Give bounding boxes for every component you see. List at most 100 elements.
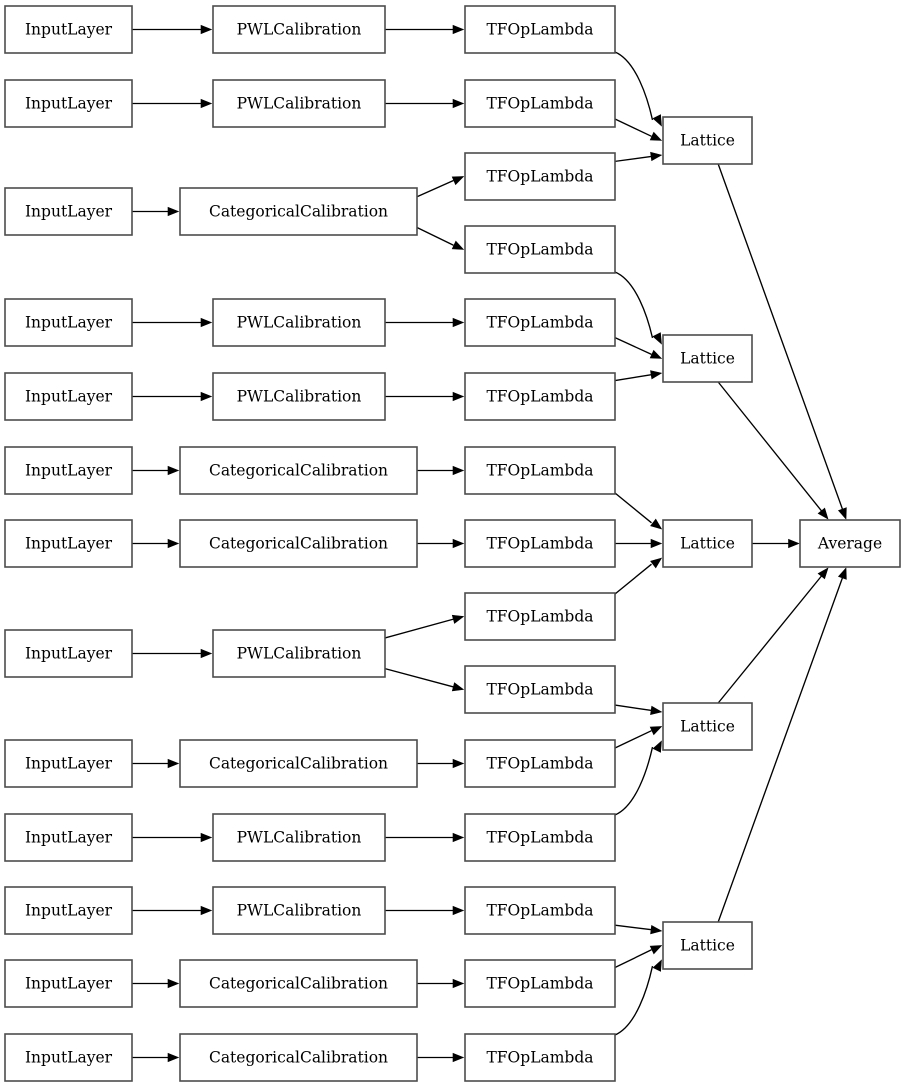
node-label: PWLCalibration — [237, 95, 362, 113]
node-label: InputLayer — [25, 645, 113, 663]
node-op2: TFOpLambda — [464, 79, 616, 128]
node-in6: InputLayer — [4, 446, 133, 495]
node-label: InputLayer — [25, 203, 113, 221]
node-lat1: Lattice — [662, 116, 753, 165]
node-in8: InputLayer — [4, 629, 133, 678]
node-lat5: Lattice — [662, 921, 753, 970]
edge-arrowhead — [837, 507, 847, 520]
node-label: InputLayer — [25, 388, 113, 406]
edge-arrowhead — [451, 682, 465, 692]
node-label: Lattice — [680, 718, 735, 736]
node-label: PWLCalibration — [237, 829, 362, 847]
edge-cal3-to-op3 — [416, 179, 454, 198]
node-box — [464, 592, 616, 641]
node-label: TFOpLambda — [486, 1049, 593, 1067]
node-box — [464, 519, 616, 568]
edge-lat2-to-avg — [717, 381, 823, 512]
edge-arrowhead — [650, 538, 663, 549]
node-layer: InputLayerInputLayerInputLayerInputLayer… — [4, 5, 901, 1082]
node-box — [464, 665, 616, 714]
node-label: InputLayer — [25, 314, 113, 332]
edge-arrowhead — [652, 114, 662, 127]
edge-lat5-to-avg — [717, 577, 844, 923]
node-box — [464, 446, 616, 495]
node-in3: InputLayer — [4, 187, 133, 236]
edge-op6-to-lat2 — [614, 373, 652, 382]
edge-arrowhead — [200, 317, 213, 328]
node-box — [212, 813, 386, 862]
edge-arrowhead — [817, 567, 829, 580]
edge-op5-to-lat2 — [614, 337, 652, 356]
node-cal4: PWLCalibration — [212, 298, 386, 347]
edge-op14-to-lat5 — [614, 949, 652, 969]
edge-arrowhead — [451, 240, 465, 250]
edge-op12-to-lat4 — [614, 746, 654, 816]
edge-arrowhead — [200, 832, 213, 843]
edge-arrowhead — [167, 978, 180, 989]
node-lat3: Lattice — [662, 519, 753, 568]
edge-arrowhead — [652, 332, 662, 345]
node-box — [464, 739, 616, 788]
edge-arrowhead — [452, 317, 465, 328]
node-box — [4, 5, 133, 54]
node-box — [4, 886, 133, 935]
node-box — [464, 1033, 616, 1082]
node-box — [212, 5, 386, 54]
node-cal10: PWLCalibration — [212, 813, 386, 862]
node-label: Lattice — [680, 132, 735, 150]
edge-arrowhead — [452, 978, 465, 989]
node-box — [212, 298, 386, 347]
edge-op13-to-lat5 — [614, 924, 652, 931]
node-box — [464, 886, 616, 935]
node-cal12: CategoricalCalibration — [179, 959, 418, 1008]
node-label: Average — [817, 535, 882, 553]
node-box — [799, 519, 901, 568]
node-label: TFOpLambda — [486, 608, 593, 626]
node-lat2: Lattice — [662, 334, 753, 383]
node-in7: InputLayer — [4, 519, 133, 568]
node-cal8: PWLCalibration — [212, 629, 386, 678]
node-box — [4, 446, 133, 495]
node-box — [4, 79, 133, 128]
node-label: InputLayer — [25, 21, 113, 39]
edge-arrowhead — [837, 567, 847, 580]
node-in9: InputLayer — [4, 739, 133, 788]
node-cal13: CategoricalCalibration — [179, 1033, 418, 1082]
edge-op7-to-lat3 — [614, 492, 652, 524]
node-label: TFOpLambda — [486, 21, 593, 39]
node-box — [464, 79, 616, 128]
edge-arrowhead — [452, 758, 465, 769]
node-op6: TFOpLambda — [464, 372, 616, 421]
node-label: Lattice — [680, 350, 735, 368]
edge-cal3-to-op4 — [416, 226, 454, 246]
node-box — [4, 372, 133, 421]
edge-arrowhead — [650, 557, 663, 569]
edge-arrowhead — [451, 176, 465, 186]
edge-arrowhead — [452, 465, 465, 476]
node-label: Lattice — [680, 937, 735, 955]
node-box — [662, 334, 753, 383]
node-cal3: CategoricalCalibration — [179, 187, 418, 236]
node-op14: TFOpLambda — [464, 959, 616, 1008]
node-box — [179, 1033, 418, 1082]
node-label: TFOpLambda — [486, 902, 593, 920]
node-box — [4, 519, 133, 568]
node-box — [4, 298, 133, 347]
node-box — [179, 187, 418, 236]
node-box — [212, 372, 386, 421]
node-op3: TFOpLambda — [464, 152, 616, 201]
node-op5: TFOpLambda — [464, 298, 616, 347]
node-cal11: PWLCalibration — [212, 886, 386, 935]
node-op9: TFOpLambda — [464, 592, 616, 641]
node-label: TFOpLambda — [486, 168, 593, 186]
node-label: CategoricalCalibration — [209, 462, 388, 480]
node-box — [4, 813, 133, 862]
node-label: TFOpLambda — [486, 95, 593, 113]
node-box — [662, 116, 753, 165]
edge-arrowhead — [652, 740, 662, 753]
node-in10: InputLayer — [4, 813, 133, 862]
node-box — [464, 152, 616, 201]
node-label: PWLCalibration — [237, 902, 362, 920]
node-label: InputLayer — [25, 95, 113, 113]
